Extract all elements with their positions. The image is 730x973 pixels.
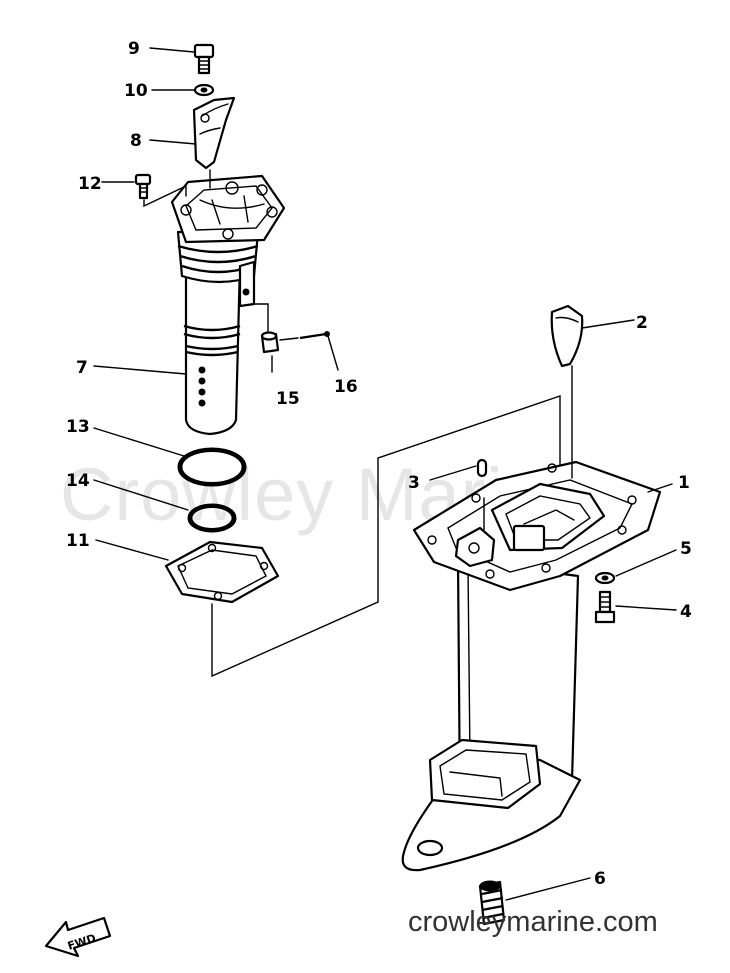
callout-14: 14: [66, 471, 90, 491]
callout-4: 4: [680, 602, 692, 622]
callout-7: 7: [76, 358, 88, 378]
bolt-part-9: [193, 43, 215, 75]
callout-5: 5: [680, 539, 692, 559]
callout-13: 13: [66, 417, 90, 437]
dowel-part-3: [476, 458, 488, 478]
callout-10: 10: [124, 81, 148, 101]
callout-16: 16: [334, 377, 358, 397]
callout-9: 9: [128, 39, 140, 59]
cover-part-2: [550, 304, 584, 368]
grommet-part-6: [478, 880, 506, 926]
callout-12: 12: [78, 174, 102, 194]
screw-part-12: [134, 173, 187, 208]
o-ring-part-14: [187, 503, 237, 533]
assembly-reference-line: [211, 395, 561, 678]
callout-8: 8: [130, 131, 142, 151]
o-ring-part-13: [177, 447, 247, 487]
bracket-part-8: [192, 96, 236, 189]
callout-3: 3: [408, 473, 420, 493]
dowel-part-15: [253, 303, 280, 354]
callout-11: 11: [66, 531, 90, 551]
upper-casing-part-7: [170, 174, 286, 436]
fwd-arrow-icon: FWD: [44, 916, 112, 958]
driveshaft-housing-part-1: [401, 365, 662, 872]
callout-1: 1: [678, 473, 690, 493]
callout-2: 2: [636, 313, 648, 333]
washer-part-10: [193, 83, 215, 97]
callout-6: 6: [594, 869, 606, 889]
gasket-part-11: [164, 540, 280, 604]
washer-part-5: [594, 571, 616, 585]
pin-part-16: [279, 331, 330, 341]
callout-15: 15: [276, 389, 300, 409]
bolt-part-4: [594, 590, 616, 624]
website-url: crowleymarine.com: [408, 906, 658, 938]
leader-lines: [93, 47, 677, 901]
